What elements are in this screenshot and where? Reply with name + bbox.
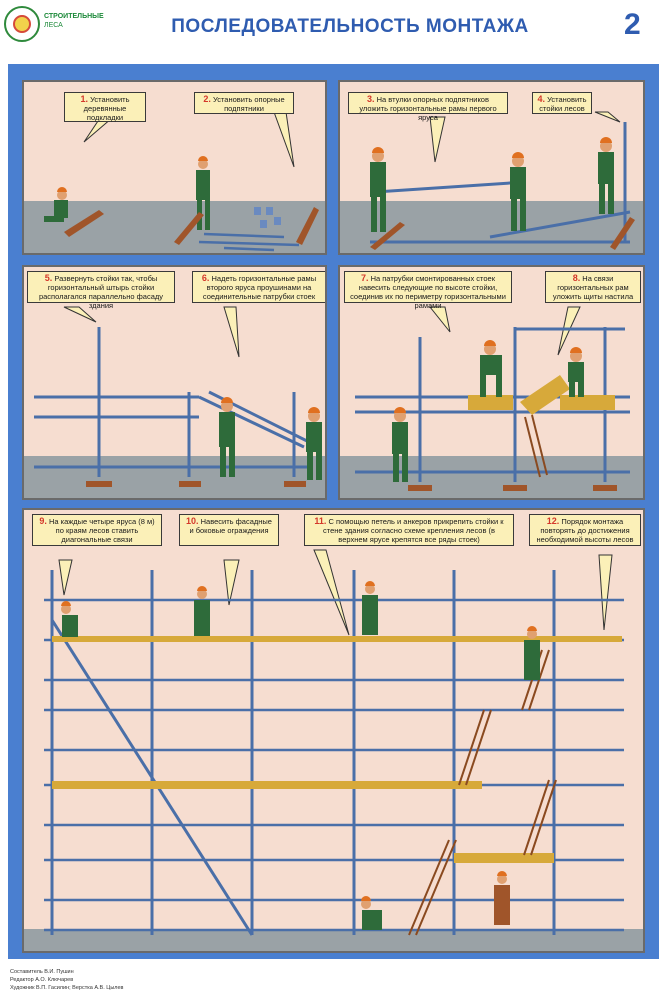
panel-steps-3-4: 3. На втулки опорных подпятников уложить… [338,80,645,255]
illustration-steps-9-12 [44,549,624,936]
step-12-callout: 12. Порядок монтажа повторять до достиже… [529,514,641,546]
worker-figure [598,137,614,214]
step-8-callout: 8. На связи горизонтальных рам уложить щ… [545,271,641,303]
illustration-steps-7-8 [355,306,630,491]
illustration-steps-3-4 [370,111,635,250]
step-6-callout: 6. Надеть горизонтальные рамы второго яр… [192,271,325,303]
worker-figure [494,871,510,925]
worker-figure [362,581,378,635]
publisher-logo [4,6,40,42]
worker-figure [219,397,235,477]
series-label: СТРОИТЕЛЬНЫЕ ЛЕСА [44,13,104,29]
credits: Составитель В.И. Пушин Редактор А.О. Клю… [10,969,124,991]
worker-figure [480,340,502,397]
step-5-callout: 5. Развернуть стойки так, чтобы горизонт… [27,271,175,310]
worker-figure [61,601,78,637]
panel-steps-5-6: 5. Развернуть стойки так, чтобы горизонт… [22,265,327,500]
panel-steps-1-2: 1. Установить деревянные подкладки 2. Ус… [22,80,327,255]
worker-figure [370,147,386,232]
step-10-callout: 10. Навесить фасадные и боковые огражден… [179,514,279,546]
scaffold-uprights [50,570,556,935]
worker-figure [524,626,540,680]
step-3-callout: 3. На втулки опорных подпятников уложить… [348,92,508,122]
worker-figure [568,347,584,397]
page-number: 2 [624,8,641,41]
worker-figure [361,896,382,930]
step-7-callout: 7. На патрубки смонтированных стоек наве… [344,271,512,310]
step-1-callout: 1. Установить деревянные подкладки [64,92,146,122]
page-title: ПОСЛЕДОВАТЕЛЬНОСТЬ МОНТАЖА [171,16,529,37]
illustration-steps-5-6 [34,306,322,487]
illustration-steps-1-2 [44,111,319,252]
step-4-callout: 4. Установить стойки лесов [532,92,592,114]
worker-figure [44,187,68,222]
worker-figure [510,152,526,231]
step-11-callout: 11. С помощью петель и анкеров прикрепит… [304,514,514,546]
worker-figure [306,407,322,480]
deck-boards [52,636,622,863]
panel-steps-9-12: 9. На каждые четыре яруса (8 м) по краям… [22,508,645,953]
worker-figure [194,586,210,636]
worker-figure [392,407,408,482]
panel-steps-7-8: 7. На патрубки смонтированных стоек наве… [338,265,645,500]
step-9-callout: 9. На каждые четыре яруса (8 м) по краям… [32,514,162,546]
step-2-callout: 2. Установить опорные подпятники [194,92,294,114]
